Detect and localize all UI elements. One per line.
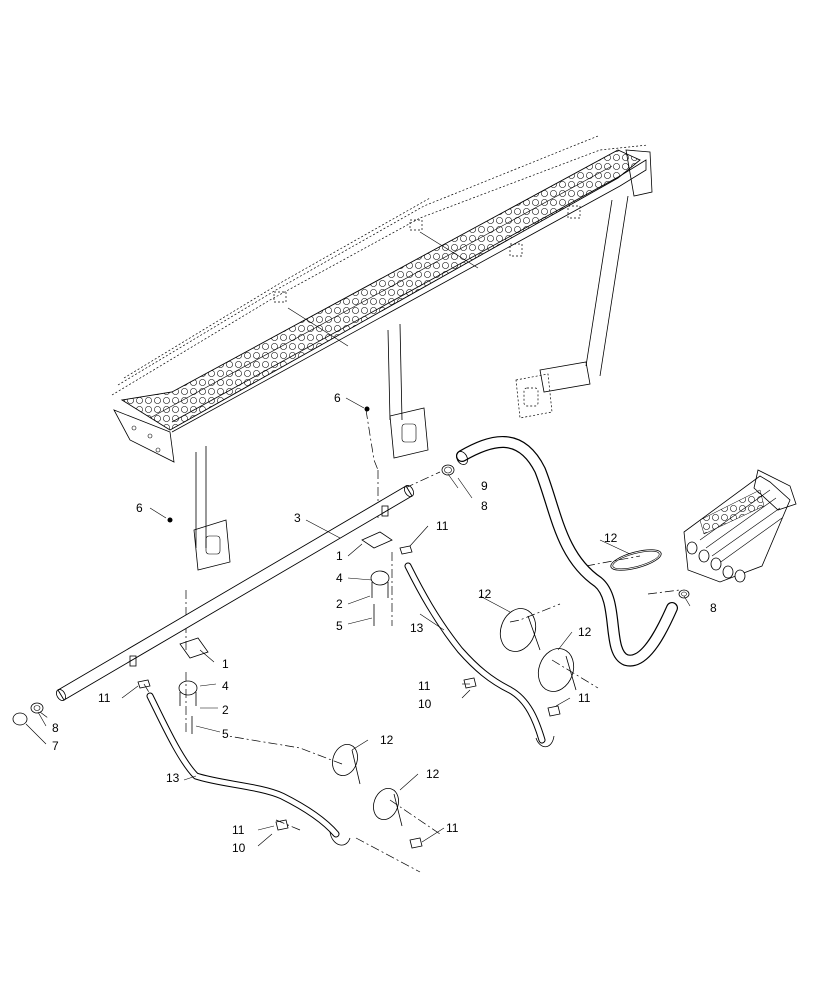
- distribution-manifold: [683, 469, 797, 583]
- callout-11-mid-right: 11: [578, 691, 591, 705]
- callout-11-lower-right: 11: [446, 821, 459, 835]
- callout-9: 9: [481, 479, 488, 493]
- callout-8-top: 8: [481, 499, 488, 513]
- small-hoses: [146, 562, 555, 846]
- callout-3: 3: [294, 511, 301, 525]
- callout-2-lower: 2: [222, 703, 229, 717]
- callout-4-upper: 4: [336, 571, 343, 585]
- main-tube: [56, 485, 414, 701]
- callout-8-left: 8: [52, 721, 59, 735]
- callout-5-lower: 5: [222, 727, 229, 741]
- callout-11-mid-left: 11: [418, 679, 431, 693]
- walkway-platform: [111, 135, 653, 571]
- callout-12-lower-b: 12: [426, 767, 440, 781]
- assembly-centerlines: [39, 409, 681, 873]
- callout-13-upper: 13: [410, 621, 424, 635]
- callout-6-left: 6: [136, 501, 143, 515]
- callout-11-left: 11: [98, 691, 111, 705]
- callout-leaders: [25, 397, 691, 847]
- callout-11-lower-left: 11: [232, 823, 245, 837]
- callout-1-upper: 1: [336, 549, 343, 563]
- hardware-parts: [12, 406, 561, 849]
- callout-10-upper: 10: [418, 697, 432, 711]
- callout-4-lower: 4: [222, 679, 229, 693]
- large-hose: [441, 436, 690, 667]
- callout-13-lower: 13: [166, 771, 180, 785]
- callout-11-upper: 11: [436, 519, 449, 533]
- hose-rings: [332, 549, 662, 827]
- callout-12-mid-a: 12: [478, 587, 492, 601]
- callout-5-upper: 5: [336, 619, 343, 633]
- callout-2-upper: 2: [336, 597, 343, 611]
- callout-6-top: 6: [334, 391, 341, 405]
- callout-12-manifold: 12: [604, 531, 618, 545]
- callout-1-lower: 1: [222, 657, 229, 671]
- callout-10-lower: 10: [232, 841, 246, 855]
- callout-12-mid-b: 12: [578, 625, 592, 639]
- callout-8-right: 8: [710, 601, 717, 615]
- callout-labels: 6 6 3 9 8 11 12 1 4 2 5 12 8 13 12 1 4 1…: [52, 391, 717, 855]
- callout-7: 7: [52, 739, 59, 753]
- callout-12-lower-a: 12: [380, 733, 394, 747]
